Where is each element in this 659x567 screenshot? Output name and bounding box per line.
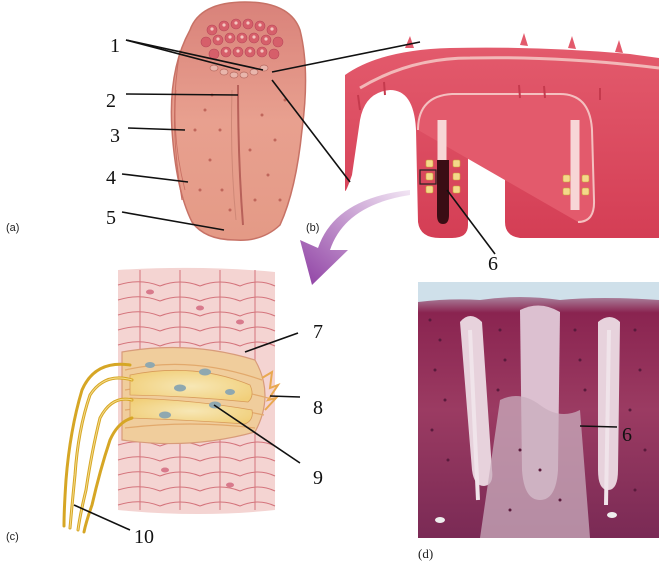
panel-label-d: (d) xyxy=(418,546,433,561)
label-8: 8 xyxy=(313,397,323,419)
magnification-arrow xyxy=(300,190,410,285)
panel-label-c: (c) xyxy=(6,531,19,543)
label-6-panel-d: 6 xyxy=(622,424,632,446)
label-2: 2 xyxy=(106,90,116,112)
label-5: 5 xyxy=(106,207,116,229)
label-9: 9 xyxy=(313,467,323,489)
panel-label-b: (b) xyxy=(306,222,319,234)
papillae-cross-section xyxy=(345,33,659,238)
histology-micrograph xyxy=(418,282,659,538)
label-3: 3 xyxy=(110,125,120,147)
taste-bud-illustration xyxy=(64,268,278,532)
label-6-panel-b: 6 xyxy=(488,253,498,275)
label-4: 4 xyxy=(106,167,116,189)
label-10: 10 xyxy=(134,526,154,548)
panel-label-a: (a) xyxy=(6,222,19,234)
label-7: 7 xyxy=(313,321,323,343)
label-1: 1 xyxy=(110,35,120,57)
tongue-illustration xyxy=(171,2,305,240)
